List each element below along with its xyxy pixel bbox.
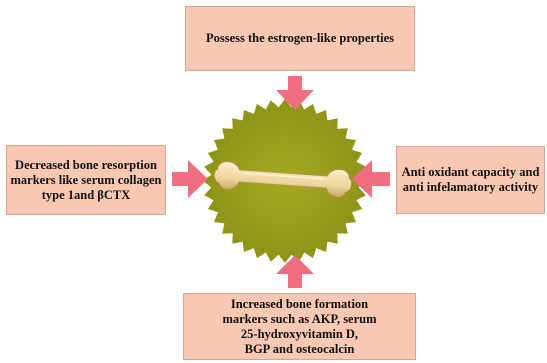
arrow-down-icon: [276, 76, 314, 110]
arrow-up-icon: [276, 255, 314, 288]
bone-icon: [214, 161, 352, 198]
antioxidant-box: Anti oxidant capacity and anti infelamat…: [396, 146, 545, 214]
estrogen-properties-box: Possess the estrogen-like properties: [185, 6, 415, 71]
bone-formation-box: Increased bone formation markers such as…: [183, 293, 416, 360]
bone-resorption-box: Decreased bone resorption markers like s…: [6, 145, 166, 215]
antioxidant-label: Anti oxidant capacity and anti infelamat…: [401, 165, 540, 194]
estrogen-properties-label: Possess the estrogen-like properties: [205, 31, 395, 45]
arrow-left-icon: [352, 160, 390, 198]
bone-resorption-label: Decreased bone resorption markers like s…: [10, 157, 162, 202]
bone-formation-label: Increased bone formation markers such as…: [222, 296, 377, 356]
arrow-right-icon: [172, 160, 208, 198]
